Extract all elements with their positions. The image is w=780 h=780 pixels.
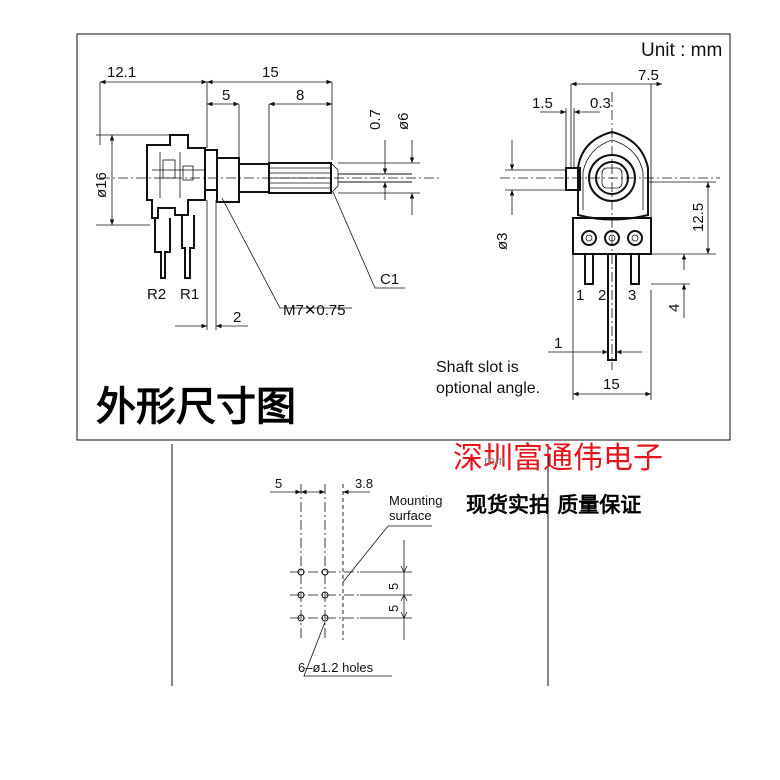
pcb-hole — [297, 591, 305, 599]
label-r1: R1 — [180, 286, 199, 303]
dim-knurl-len-label: 8 — [296, 87, 304, 104]
terminal-rivet-core — [585, 234, 593, 242]
terminal-r1 — [181, 215, 195, 279]
dim-boss-dia-label: ø3 — [494, 232, 511, 250]
bushing-thread — [216, 157, 240, 203]
pin-label-1: 1 — [576, 287, 584, 304]
dim-shaft-dia-label: ø6 — [395, 112, 412, 130]
pin-label-2: 2 — [598, 287, 606, 304]
dim-pcb-pitch-x-label: 5 — [275, 476, 282, 491]
dim-arrow — [400, 611, 408, 619]
label-thread: M7✕0.75 — [283, 302, 346, 319]
dim-slot-offset-label: 1.5 — [532, 95, 553, 112]
front-view: 1 2 3 7.5 1.5 0.3 ø3 12.5 4 — [436, 67, 720, 400]
shaft-chamfer — [330, 162, 339, 171]
bushing-flange — [204, 149, 218, 191]
pcb-hole — [297, 614, 305, 622]
mounting-surface-line2: surface — [389, 508, 432, 523]
body-rivet — [182, 165, 194, 181]
dim-thread-len-label: 5 — [222, 87, 230, 104]
leader-holes — [303, 621, 392, 677]
dim-pin-pitch-label: 1 — [554, 335, 562, 352]
dim-arrow — [400, 594, 408, 602]
dim-flange-label: 2 — [233, 309, 241, 326]
dim-pcb-offset-label: 3.8 — [355, 476, 373, 491]
shaft-chamfer — [330, 185, 339, 194]
pcb-hole — [297, 568, 305, 576]
dim-pin-len-label: 4 — [666, 304, 683, 312]
dim-slot-width-label: 0.3 — [590, 95, 611, 112]
front-body — [577, 130, 649, 221]
dim-body-dia-label: ø16 — [93, 172, 110, 198]
pcb-hole — [321, 591, 329, 599]
dim-top-width-label: 7.5 — [638, 67, 659, 84]
drawing-frame — [76, 33, 731, 441]
pot-body — [146, 134, 206, 219]
anti-rotation-lug — [565, 167, 581, 191]
body-rivet — [162, 159, 176, 179]
side-view: R2 R1 12.1 15 5 8 0.7 ø6 ø16 2 — [93, 64, 440, 330]
slogan: 现货实拍 质量保证 — [466, 493, 641, 517]
pin-label-3: 3 — [628, 287, 636, 304]
dim-height-label: 12.5 — [690, 203, 707, 232]
dim-slot-depth-label: 0.7 — [367, 109, 384, 130]
pcb-layout: 5 3.8 5 5 Mounting surface 6–ø1.2 holes — [270, 476, 442, 677]
holes-label: 6–ø1.2 holes — [298, 660, 374, 675]
shaft-slot-note-line2: optional angle. — [436, 380, 540, 397]
leader-mounting-surface — [342, 525, 432, 583]
label-r2: R2 — [147, 286, 166, 303]
leader-chamfer — [332, 191, 405, 289]
unit-label: Unit : mm — [641, 40, 722, 61]
dim-pcb-pitch-y1-label: 5 — [386, 583, 401, 590]
terminal-r2 — [154, 218, 171, 279]
shop-name: 深圳富通伟电子 — [453, 441, 663, 476]
terminal-rivet — [627, 230, 643, 246]
front-pin-1 — [584, 254, 594, 285]
front-pin-3 — [630, 254, 640, 285]
pcb-hole — [321, 614, 329, 622]
watermark-text: mm — [484, 453, 506, 468]
front-pin-2 — [607, 254, 617, 361]
dim-body-len-label: 12.1 — [107, 64, 136, 81]
dim-pcb-pitch-y2-label: 5 — [386, 605, 401, 612]
pcb-hole — [321, 568, 329, 576]
terminal-rivet-core — [631, 234, 639, 242]
mounting-surface-line1: Mounting — [389, 493, 442, 508]
terminal-rivet — [581, 230, 597, 246]
section-title: 外形尺寸图 — [96, 384, 296, 430]
dim-shaft-len-label: 15 — [262, 64, 279, 81]
shaft-slot-note-line1: Shaft slot is — [436, 359, 519, 376]
label-chamfer: C1 — [380, 271, 399, 288]
front-body-inner — [582, 139, 644, 210]
leader-thread — [221, 197, 352, 309]
dim-arrow — [400, 565, 408, 573]
dim-width-label: 15 — [603, 376, 620, 393]
